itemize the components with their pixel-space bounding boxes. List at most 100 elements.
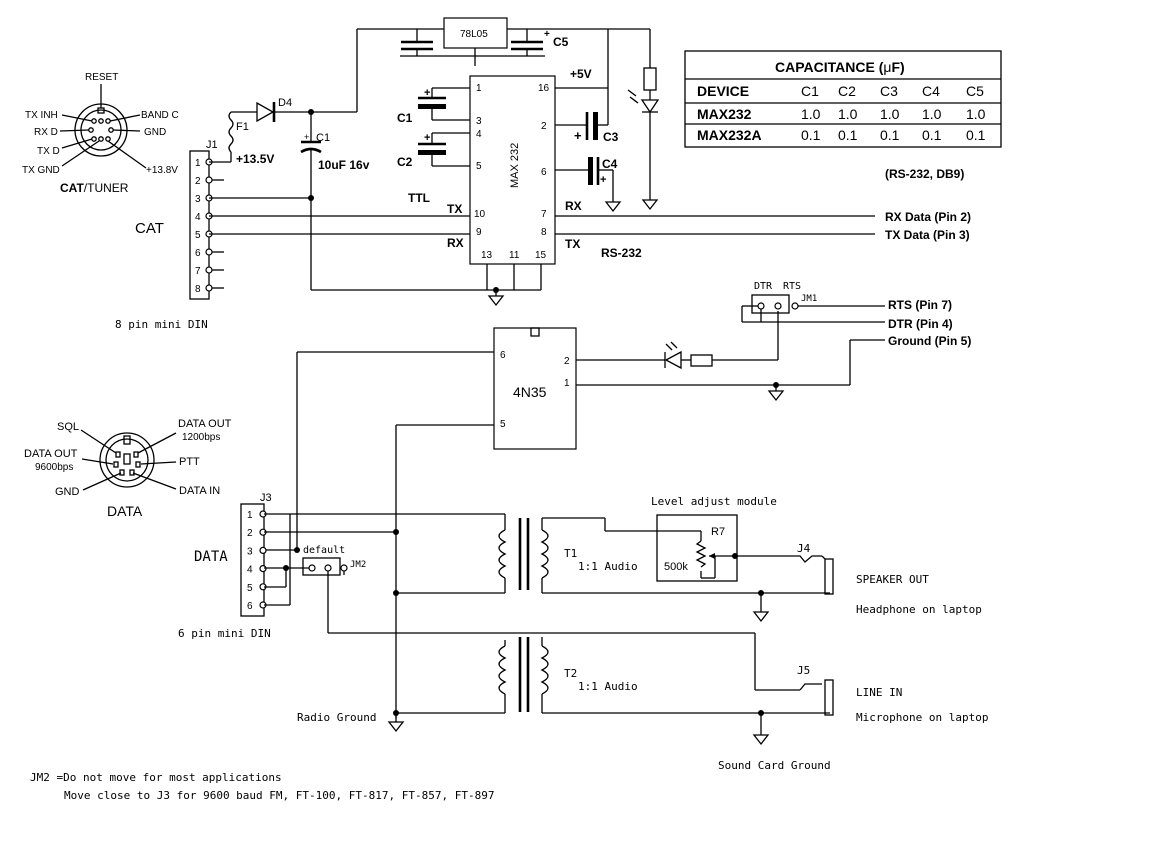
r7-value: 500k [664, 561, 688, 573]
svg-text:3: 3 [476, 116, 482, 127]
svg-text:7: 7 [541, 209, 547, 220]
j3-pin-label: 1 [247, 510, 253, 521]
j3-pin-label: 5 [247, 583, 253, 594]
ttl-label: TTL [408, 191, 430, 205]
opto-label: 4N35 [513, 384, 547, 400]
cap-table-cell: 1.0 [966, 106, 986, 122]
sound-ground-label: Sound Card Ground [718, 759, 831, 772]
j1-pin-label: 8 [195, 284, 201, 295]
c1-power-ref: C1 [316, 132, 330, 144]
jm1-jumper: DTR RTS JM1 [741, 281, 885, 323]
max-c2 [418, 150, 446, 155]
c1-power-value: 10uF 16v [318, 158, 370, 172]
j1-pin-label: 5 [195, 230, 201, 241]
svg-text:+: + [304, 132, 309, 142]
max-c1 [418, 104, 446, 109]
cap-table-header: C5 [966, 83, 984, 99]
svg-text:15: 15 [535, 250, 547, 261]
max232-label: MAX 232 [509, 143, 521, 188]
cap-table-header: C3 [880, 83, 898, 99]
svg-text:5: 5 [476, 161, 482, 172]
cap-table-cell: MAX232A [697, 127, 762, 143]
svg-text:+: + [574, 128, 582, 143]
j4-label: SPEAKER OUT [856, 573, 929, 586]
din8-label-txd: TX D [37, 146, 60, 157]
vin-label: +13.5V [236, 152, 274, 166]
din8-label-txinh: TX INH [25, 110, 58, 121]
din6-connector: SQL DATA OUT 1200bps DATA OUT 9600bps PT… [24, 418, 232, 519]
opto-led [664, 350, 682, 370]
svg-text:6: 6 [541, 167, 547, 178]
max-c4-ref: C4 [602, 157, 618, 171]
j4-ref: J4 [797, 542, 811, 555]
svg-text:11: 11 [509, 250, 520, 261]
opto-resistor [690, 354, 713, 367]
optocoupler-section: 4N35 6 2 1 5 [264, 311, 885, 718]
jm2-jumper: default JM2 [264, 545, 800, 691]
svg-text:6: 6 [500, 350, 506, 361]
regulator-label: 78L05 [460, 29, 488, 40]
jm1-rts: RTS [783, 281, 801, 292]
j3-pin [259, 546, 267, 555]
svg-text:10: 10 [474, 209, 486, 220]
regulator-78l05 [443, 17, 508, 49]
vout-label: +5V [570, 67, 592, 81]
cap-table-cell: 0.1 [922, 127, 942, 143]
cap-table-cell: 0.1 [801, 127, 821, 143]
cap-table-cell: 0.1 [880, 127, 900, 143]
db9-labels: (RS-232, DB9) RX Data (Pin 2) TX Data (P… [885, 167, 971, 348]
cap-table-cell: 0.1 [966, 127, 986, 143]
din8-label-gnd: GND [144, 127, 166, 138]
cap-table-cell: 1.0 [838, 106, 858, 122]
j5-sub: Microphone on laptop [856, 711, 988, 724]
db9-rts: RTS (Pin 7) [888, 298, 952, 312]
svg-text:+: + [544, 29, 550, 40]
svg-text:+: + [600, 174, 606, 186]
ttl-rx: RX [447, 236, 464, 250]
din6-dataout-1200: DATA OUT [178, 418, 232, 430]
c5-ref: C5 [553, 35, 569, 49]
svg-text:1: 1 [476, 83, 482, 94]
db9-title: (RS-232, DB9) [885, 167, 964, 181]
svg-text:+: + [424, 132, 430, 144]
svg-text:1: 1 [564, 378, 570, 389]
t1-label: 1:1 Audio [578, 560, 638, 573]
j1-pin [205, 176, 213, 184]
j1-pin-label: 1 [195, 158, 201, 169]
r7-potentiometer [695, 540, 707, 568]
t2-ref: T2 [564, 667, 577, 680]
din6-sql: SQL [57, 421, 79, 433]
rs232-label: RS-232 [601, 246, 642, 260]
jm2-default: default [303, 545, 345, 556]
j5-label: LINE IN [856, 686, 902, 699]
jack-j4: J4 SPEAKER OUT Headphone on laptop [778, 542, 982, 616]
jm1-ref: JM1 [801, 294, 817, 304]
j1-pin-label: 3 [195, 194, 201, 205]
j3-caption: 6 pin mini DIN [178, 627, 271, 640]
j1-pin [205, 266, 213, 274]
din6-ptt: PTT [179, 456, 200, 468]
svg-text:9: 9 [476, 227, 482, 238]
din8-label-bandc: BAND C [141, 110, 179, 121]
svg-text:2: 2 [564, 356, 570, 367]
cap-table-header: DEVICE [697, 83, 749, 99]
max232-chip [469, 75, 556, 265]
din6-datain: DATA IN [179, 485, 220, 497]
max-c2-ref: C2 [397, 155, 413, 169]
din8-caption-cat: CAT [60, 181, 84, 195]
diode-d4 [256, 101, 275, 123]
db9-rx: RX Data (Pin 2) [885, 210, 971, 224]
fuse-ref: F1 [236, 121, 249, 133]
cap-table-header: C2 [838, 83, 856, 99]
j3-pin-label: 4 [247, 565, 253, 576]
jack-j5: J5 LINE IN Microphone on laptop [797, 664, 988, 724]
svg-text:CAT/TUNER: CAT/TUNER [60, 181, 129, 195]
j1-name: CAT [135, 220, 164, 237]
cap-table-title: CAPACITANCE ( [775, 59, 884, 75]
diode-ref: D4 [278, 97, 292, 109]
din8-label-txgnd: TX GND [22, 165, 60, 176]
j1-body [189, 150, 210, 300]
db9-dtr: DTR (Pin 4) [888, 317, 953, 331]
